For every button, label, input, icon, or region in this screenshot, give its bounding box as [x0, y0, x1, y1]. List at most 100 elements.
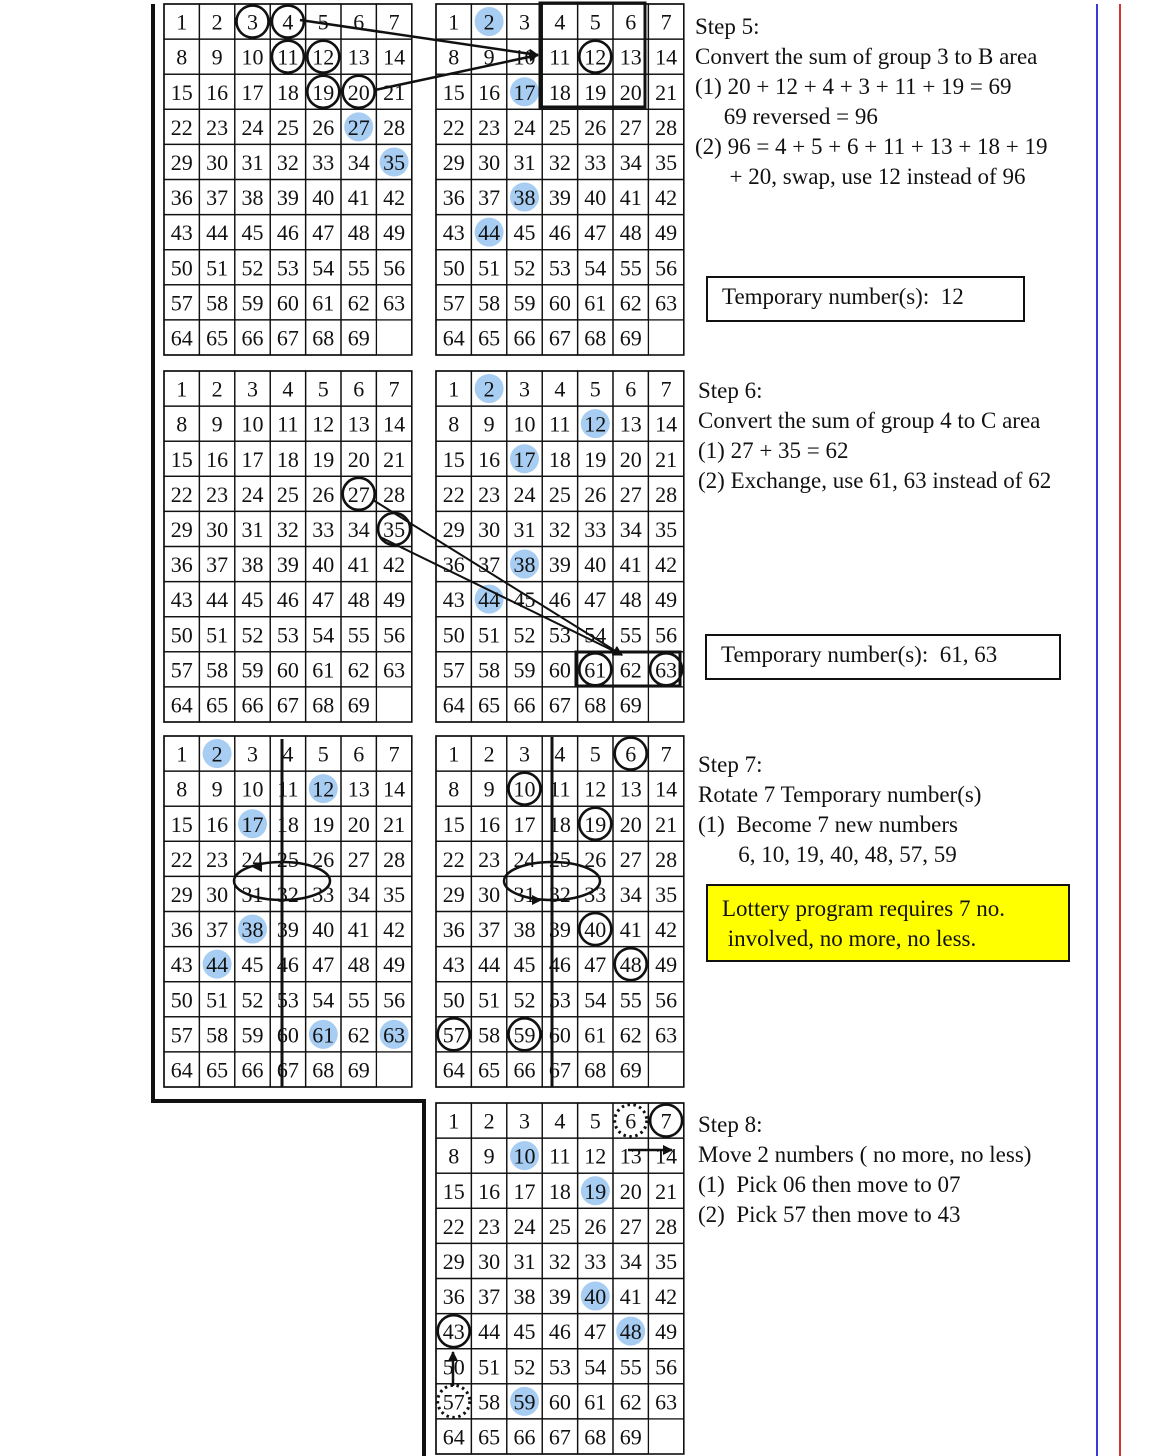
- grid-number: 11: [277, 777, 298, 802]
- grid-number: 41: [620, 185, 642, 210]
- grid-number: 61: [584, 1389, 606, 1414]
- grid-number: 63: [383, 1022, 405, 1047]
- highlight-mark: [510, 1386, 539, 1416]
- grid-number: 50: [171, 987, 193, 1012]
- grid-number: 55: [620, 1354, 642, 1379]
- grid-number: 42: [655, 185, 677, 210]
- grid-number: 57: [443, 290, 465, 315]
- circle-mark: [577, 806, 613, 842]
- grid-number: 48: [348, 587, 370, 612]
- highlight-mark: [510, 444, 539, 474]
- grid-number: 61: [584, 290, 606, 315]
- grid-number: 53: [277, 622, 299, 647]
- grid-number: 35: [655, 1249, 677, 1274]
- grid-number: 58: [478, 1022, 500, 1047]
- grid-number: 38: [514, 185, 536, 210]
- grid-number: 42: [383, 917, 405, 942]
- grid-number: 52: [242, 987, 264, 1012]
- grid-number: 31: [242, 517, 264, 542]
- grid-number: 8: [448, 1144, 459, 1169]
- highlight-mark: [510, 1141, 539, 1171]
- grid-number: 54: [584, 987, 606, 1012]
- grid-number: 58: [478, 1389, 500, 1414]
- grid-number: 11: [277, 45, 298, 70]
- grid-number: 59: [514, 1389, 536, 1414]
- grid-number: 39: [277, 552, 299, 577]
- grid-number: 24: [514, 847, 536, 872]
- grid-number: 64: [443, 1057, 465, 1082]
- grid-number: 28: [383, 115, 405, 140]
- dotted-circle-mark: [436, 1383, 472, 1419]
- grid-number: 17: [514, 812, 536, 837]
- step8-title: Step 8:: [698, 1112, 763, 1137]
- grid-number: 29: [171, 882, 193, 907]
- grid-number: 34: [620, 150, 642, 175]
- grid-number: 25: [549, 847, 571, 872]
- grid-number: 28: [655, 1214, 677, 1239]
- grid-number: 31: [514, 882, 536, 907]
- grid-number: 12: [312, 45, 334, 70]
- grid-number: 23: [206, 115, 228, 140]
- grid-number: 47: [584, 220, 606, 245]
- grid-number: 11: [549, 777, 570, 802]
- grid-number: 61: [312, 657, 334, 682]
- step5-line-3: 69 reversed = 96: [695, 104, 878, 129]
- grid-number: 3: [519, 10, 530, 35]
- grid-number: 13: [348, 412, 370, 437]
- grid-number: 30: [478, 517, 500, 542]
- grid-number: 15: [171, 812, 193, 837]
- grid-number: 18: [277, 447, 299, 472]
- grid-number: 46: [549, 587, 571, 612]
- grid-number: 10: [514, 777, 536, 802]
- grid-number: 59: [242, 657, 264, 682]
- grid-number: 63: [655, 1022, 677, 1047]
- grid-number: 62: [348, 657, 370, 682]
- grid-number: 50: [171, 255, 193, 280]
- grid-number: 40: [584, 552, 606, 577]
- rotation-arrow-left: [232, 860, 332, 902]
- grid-number: 2: [212, 377, 223, 402]
- grid-number: 4: [554, 1109, 565, 1134]
- grid-number: 9: [484, 412, 495, 437]
- grid-number: 9: [212, 777, 223, 802]
- grid-number: 14: [655, 412, 677, 437]
- grid-number: 33: [584, 150, 606, 175]
- circle-mark: [648, 1103, 684, 1138]
- grid-number: 13: [620, 45, 642, 70]
- grid-number: 60: [277, 290, 299, 315]
- highlight-mark: [510, 182, 539, 212]
- grid-number: 57: [171, 657, 193, 682]
- grid-number: 50: [443, 255, 465, 280]
- highlight-mark: [238, 809, 267, 839]
- grid-number: 67: [277, 1057, 299, 1082]
- grid-number: 49: [383, 952, 405, 977]
- grid-number: 2: [484, 742, 495, 767]
- grid-number: 18: [549, 1179, 571, 1204]
- grid-number: 51: [206, 255, 228, 280]
- grid-number: 60: [549, 657, 571, 682]
- grid-number: 16: [206, 447, 228, 472]
- grid-number: 6: [625, 10, 636, 35]
- grid-number: 8: [448, 412, 459, 437]
- grid-number: 10: [242, 777, 264, 802]
- grid-number: 63: [655, 290, 677, 315]
- step5-line-1: Convert the sum of group 3 to B area: [695, 44, 1038, 69]
- grid-number: 43: [443, 1319, 465, 1344]
- circle-mark: [507, 771, 542, 806]
- circle-mark: [436, 1313, 472, 1349]
- grid-number: 45: [514, 220, 536, 245]
- highlight-mark: [202, 739, 232, 769]
- grid-number: 6: [625, 742, 636, 767]
- grid-number: 13: [620, 412, 642, 437]
- grid-number: 26: [312, 847, 334, 872]
- grid-number: 47: [584, 1319, 606, 1344]
- grid-number: 19: [584, 1179, 606, 1204]
- grid-number: 60: [549, 290, 571, 315]
- grid-number: 46: [277, 220, 299, 245]
- b-area-box: [538, 1, 647, 109]
- grid-number: 10: [242, 45, 264, 70]
